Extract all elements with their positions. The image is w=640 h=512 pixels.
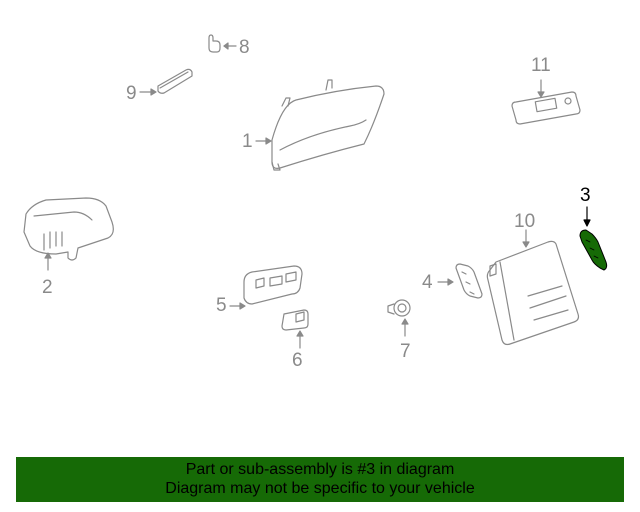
- callout-1: 1: [242, 131, 253, 152]
- part-11-display-icon[interactable]: [511, 79, 581, 125]
- callout-11: 11: [531, 55, 551, 76]
- part-8-clip-icon[interactable]: [208, 34, 237, 53]
- part-7-knob-icon[interactable]: [387, 299, 411, 337]
- callout-6: 6: [292, 350, 303, 371]
- part-4-switch-icon[interactable]: [437, 263, 483, 299]
- callout-2: 2: [42, 277, 53, 298]
- callout-4: 4: [422, 272, 433, 293]
- part-5-window-switch-icon[interactable]: [229, 265, 303, 310]
- part-6-switch-icon[interactable]: [281, 309, 309, 349]
- part-10-radio-control-icon[interactable]: [486, 229, 580, 346]
- callout-8: 8: [239, 37, 250, 58]
- part-2-control-module-icon[interactable]: [23, 197, 114, 271]
- parts-diagram: 1 2 3 4 5 6 7 8 9 10 11: [23, 34, 608, 371]
- diagram-drawing: [23, 34, 608, 349]
- info-banner: Part or sub-assembly is #3 in diagram Di…: [16, 457, 624, 502]
- callout-3: 3: [580, 185, 591, 206]
- callout-9: 9: [126, 83, 137, 104]
- part-1-instrument-cluster-icon[interactable]: [255, 79, 385, 171]
- part-3-switch-highlighted-icon[interactable]: [579, 206, 608, 271]
- callout-5: 5: [216, 295, 227, 316]
- part-9-switch-icon[interactable]: [139, 68, 193, 96]
- callout-7: 7: [400, 341, 411, 362]
- callout-10: 10: [514, 211, 536, 232]
- banner-line-part-number: Part or sub-assembly is #3 in diagram: [185, 461, 455, 478]
- banner-line-disclaimer: Diagram may not be specific to your vehi…: [165, 480, 475, 497]
